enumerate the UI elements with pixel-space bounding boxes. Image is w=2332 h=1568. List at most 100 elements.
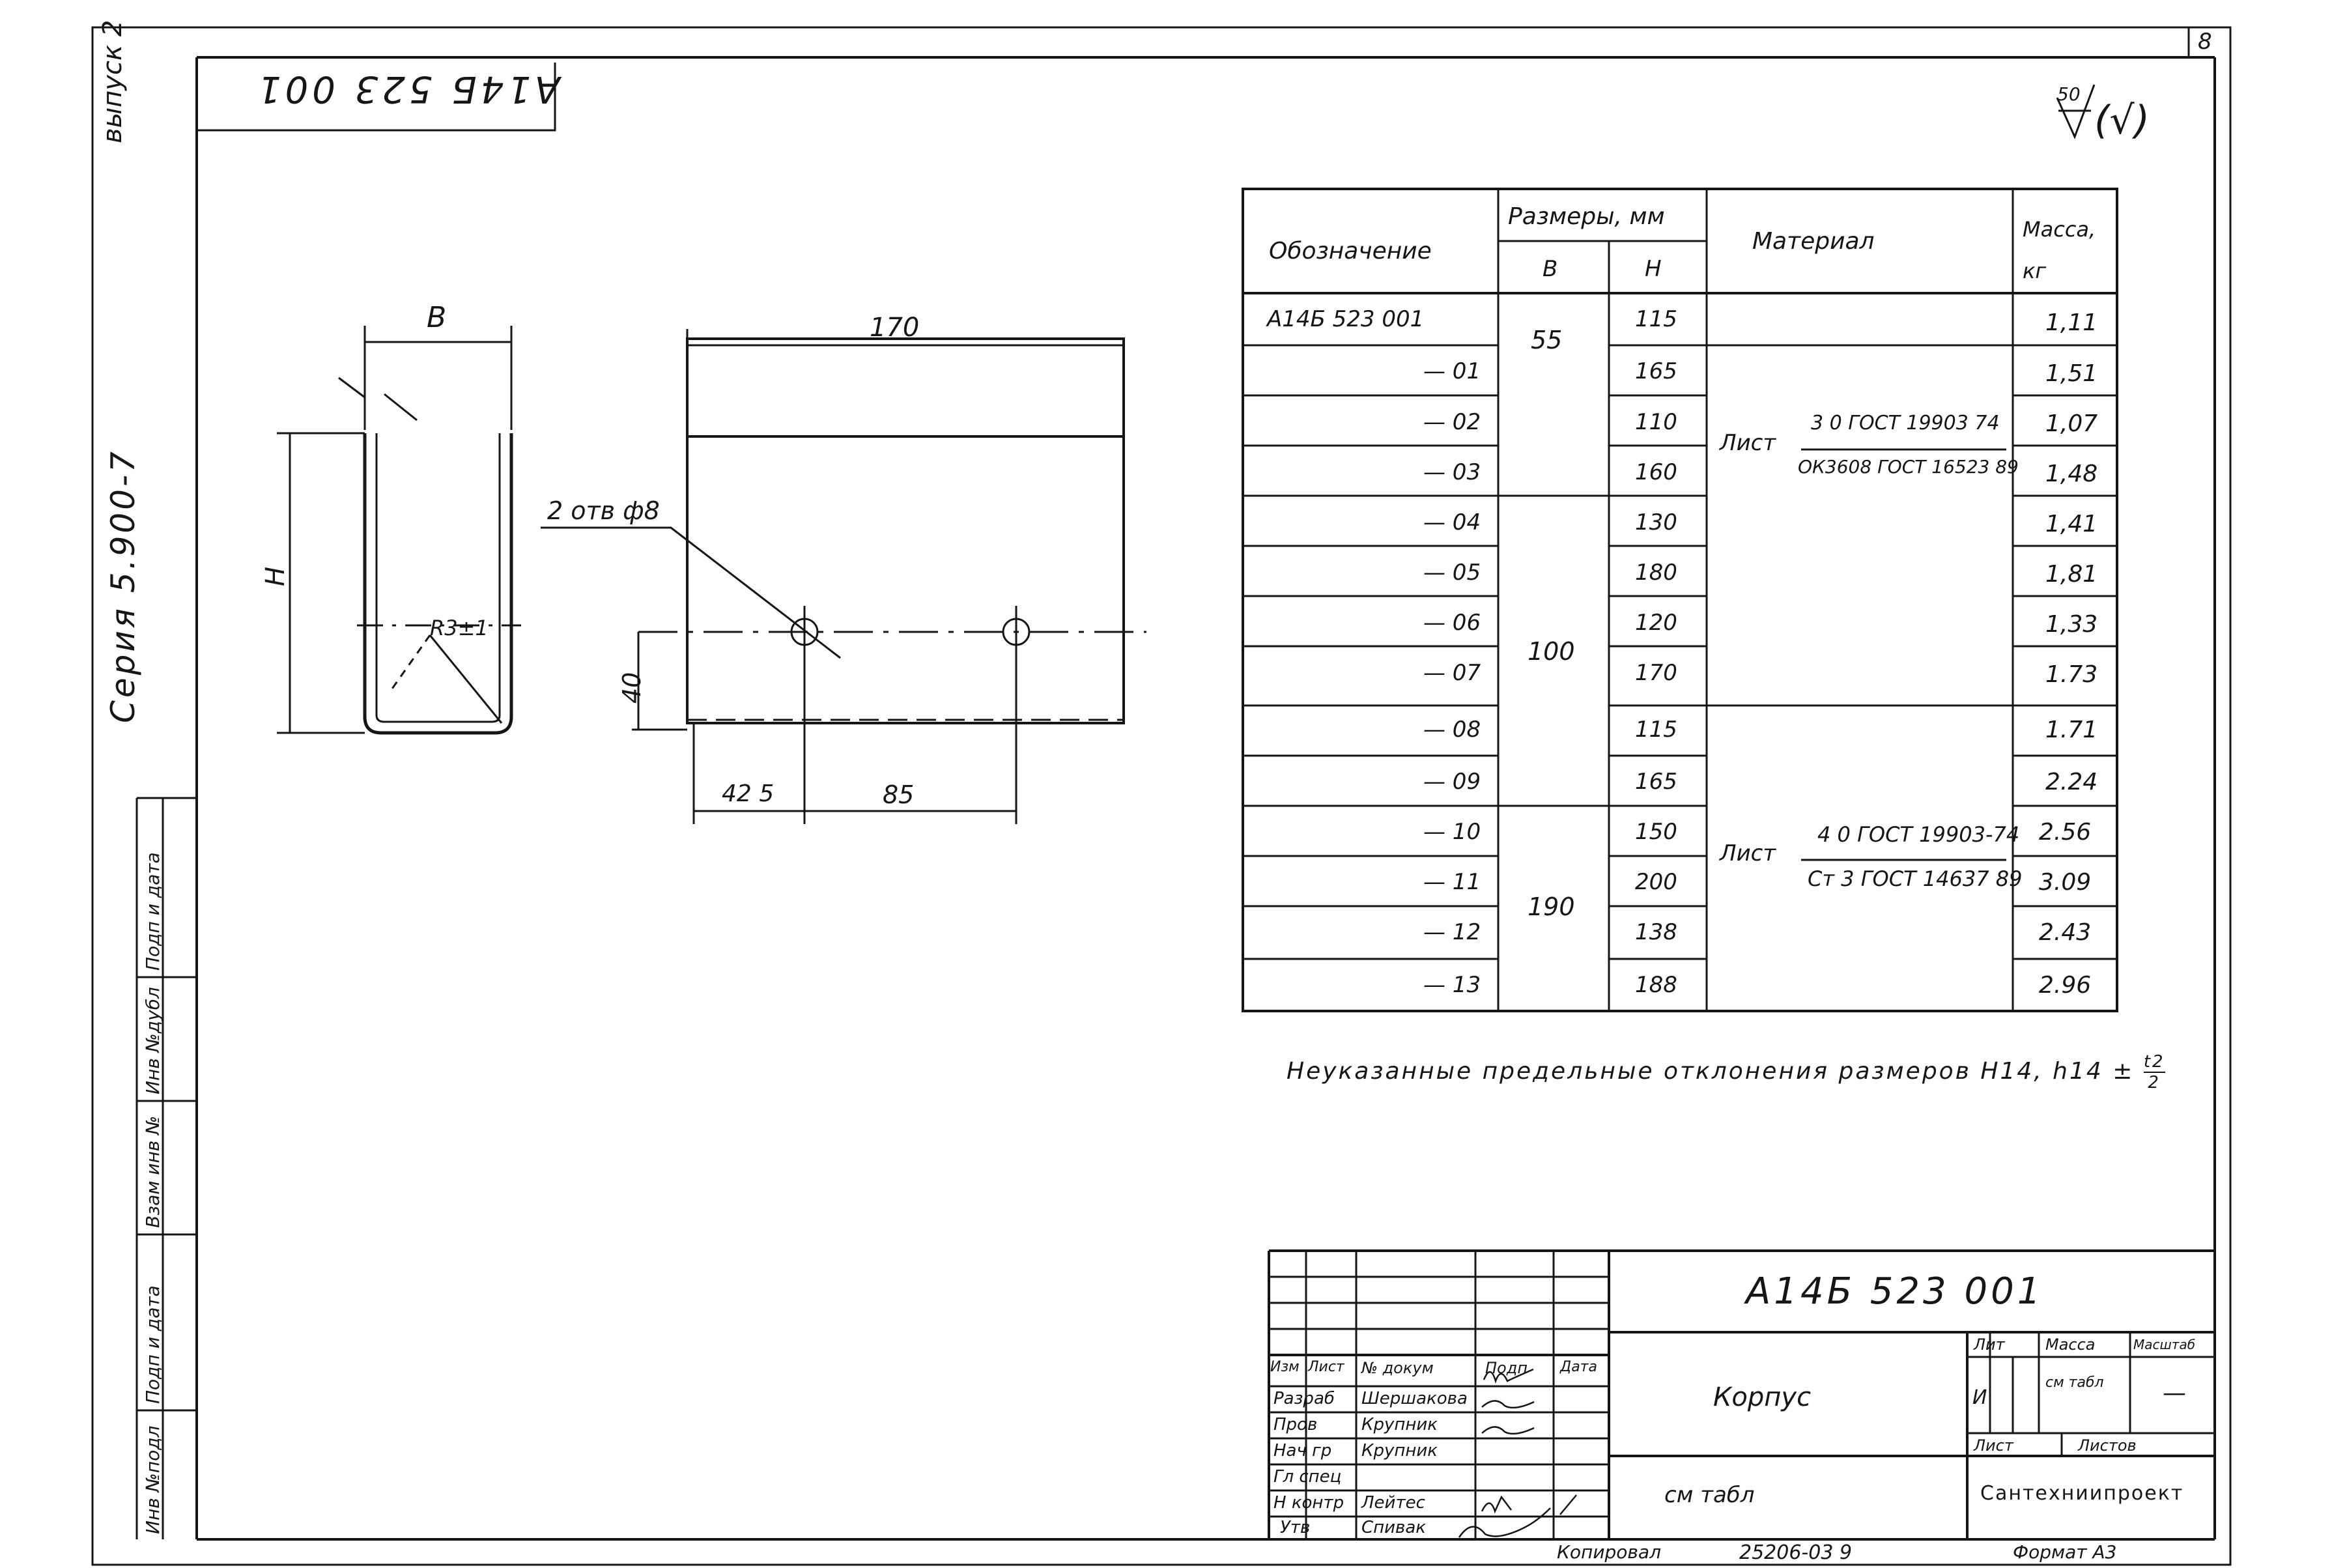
row-designation: — 07	[1423, 660, 1481, 686]
top-designation: А14Б 523 001	[254, 68, 560, 110]
roughness-sign: (√)	[2094, 98, 2150, 143]
row-mass: 3.09	[2039, 869, 2092, 896]
tb-h-doc: № докум	[1361, 1359, 1434, 1377]
dim-h-label: Н	[261, 566, 291, 586]
row-designation: — 11	[1423, 869, 1481, 895]
seria-label: Серия 5.900-7	[104, 449, 142, 723]
material-1-top: 3 0 ГОСТ 19903 74	[1811, 412, 2000, 435]
tolerance-fraction-num: t2	[2143, 1052, 2165, 1073]
vypusk-label: выпуск 2	[98, 20, 128, 143]
strip-label-podp-data: Подп и дата	[142, 1285, 164, 1404]
row-mass: 2.24	[2045, 769, 2098, 795]
row-mass: 2.96	[2039, 972, 2092, 999]
tb-role: Утв	[1280, 1518, 1311, 1537]
row-mass: 2.56	[2039, 819, 2092, 846]
tb-person: Шершакова	[1361, 1389, 1468, 1408]
footer-format: Формат А3	[2013, 1541, 2117, 1563]
material-1-bottom: ОК3608 ГОСТ 16523 89	[1798, 456, 2019, 478]
b-group-190: 190	[1528, 892, 1575, 921]
tb-designation: А14Б 523 001	[1746, 1270, 2044, 1313]
row-designation: — 05	[1423, 560, 1481, 586]
row-mass: 1.71	[2045, 717, 2098, 743]
b-group-55: 55	[1531, 326, 1563, 354]
strip-label-podp-data-2: Подп и дата	[142, 852, 164, 971]
row-mass: 1,33	[2045, 611, 2098, 638]
tb-role: Пров	[1273, 1415, 1318, 1434]
row-h: 170	[1635, 660, 1677, 686]
tolerance-note: Неуказанные предельные отклонения размер…	[1287, 1052, 2165, 1092]
row-h: 130	[1635, 509, 1677, 535]
th-sizes: Размеры, мм	[1508, 203, 1665, 230]
row-h: 180	[1635, 560, 1677, 586]
row-h: 165	[1635, 358, 1677, 384]
radius-note: R3±1	[430, 616, 489, 640]
row-mass: 1,41	[2045, 511, 2098, 537]
row-h: 115	[1635, 717, 1677, 743]
tb-person: Спивак	[1361, 1518, 1427, 1537]
row-mass: 1,51	[2045, 360, 2098, 387]
tb-scale-value: —	[2163, 1380, 2186, 1406]
strip-label-inv-podl: Инв №подл	[142, 1425, 164, 1534]
holes-note: 2 отв ф8	[547, 496, 660, 525]
tb-role: Н контр	[1273, 1493, 1344, 1513]
material-1-prefix: Лист	[1720, 430, 1776, 456]
row-h: 115	[1635, 306, 1677, 332]
row-h: 110	[1635, 409, 1677, 435]
row-mass: 1.73	[2045, 661, 2098, 688]
tb-material: см табл	[1664, 1482, 1755, 1508]
row-designation: — 08	[1423, 717, 1481, 743]
th-h: Н	[1645, 256, 1662, 282]
sheet-number: 8	[2198, 29, 2212, 55]
row-designation: — 01	[1423, 358, 1481, 384]
row-h: 150	[1635, 819, 1677, 845]
row-designation: — 06	[1423, 610, 1481, 636]
tb-h-list: Лист	[1308, 1359, 1344, 1375]
row-designation: — 10	[1423, 819, 1481, 845]
row-mass: 1,11	[2045, 309, 2098, 336]
row-designation: — 03	[1423, 459, 1481, 485]
row-h: 200	[1635, 869, 1677, 895]
tb-person: Крупник	[1361, 1415, 1438, 1434]
th-mass: Масса, кг	[2023, 217, 2096, 283]
dim-40-label: 40	[618, 672, 646, 704]
th-designation: Обозначение	[1269, 238, 1432, 264]
tb-h-izm: Изм	[1270, 1359, 1300, 1375]
tb-person: Крупник	[1361, 1441, 1438, 1461]
tb-sheet-label: Лист	[1974, 1436, 2013, 1455]
tb-h-data: Дата	[1560, 1359, 1597, 1375]
th-b: В	[1543, 256, 1558, 282]
row-designation: — 12	[1423, 919, 1481, 945]
tolerance-fraction-den: 2	[2148, 1073, 2161, 1092]
tolerance-fraction: t2 2	[2143, 1052, 2165, 1092]
footer-code: 25206-03 9	[1739, 1541, 1853, 1564]
th-material: Материал	[1752, 228, 1875, 255]
strip-label-vzam-inv: Взам инв №	[142, 1115, 164, 1228]
material-2-bottom: Ст 3 ГОСТ 14637 89	[1808, 866, 2023, 891]
row-mass: 2.43	[2039, 919, 2092, 946]
tb-org: Сантехниипроект	[1980, 1482, 2184, 1505]
tb-h-podp: Подп	[1485, 1359, 1528, 1377]
row-designation: — 09	[1423, 769, 1481, 795]
row-designation: — 02	[1423, 409, 1481, 435]
row-designation: — 04	[1423, 509, 1481, 535]
strip-label-inv-dubl: Инв №дубл	[142, 987, 164, 1094]
dim-170-label: 170	[870, 313, 920, 343]
row-designation: А14Б 523 001	[1267, 306, 1425, 332]
row-h: 120	[1635, 610, 1677, 636]
tb-scale-label: Масштаб	[2133, 1337, 2196, 1352]
tolerance-note-text: Неуказанные предельные отклонения размер…	[1287, 1058, 2135, 1085]
tb-mass-value: см табл	[2045, 1375, 2104, 1391]
dim-425-label: 42 5	[722, 780, 775, 807]
tb-sheets-label: Листов	[2078, 1436, 2137, 1455]
row-mass: 1,48	[2045, 461, 2098, 487]
roughness-value: 50	[2057, 83, 2081, 105]
row-h: 165	[1635, 769, 1677, 795]
material-2-prefix: Лист	[1720, 840, 1776, 866]
tb-lit-label: Лит	[1974, 1335, 2005, 1354]
material-2-top: 4 0 ГОСТ 19903-74	[1817, 822, 2020, 847]
dim-b-label: В	[427, 301, 447, 334]
tb-mass-label: Масса	[2045, 1335, 2096, 1354]
row-mass: 1,07	[2045, 410, 2098, 437]
row-h: 160	[1635, 459, 1677, 485]
